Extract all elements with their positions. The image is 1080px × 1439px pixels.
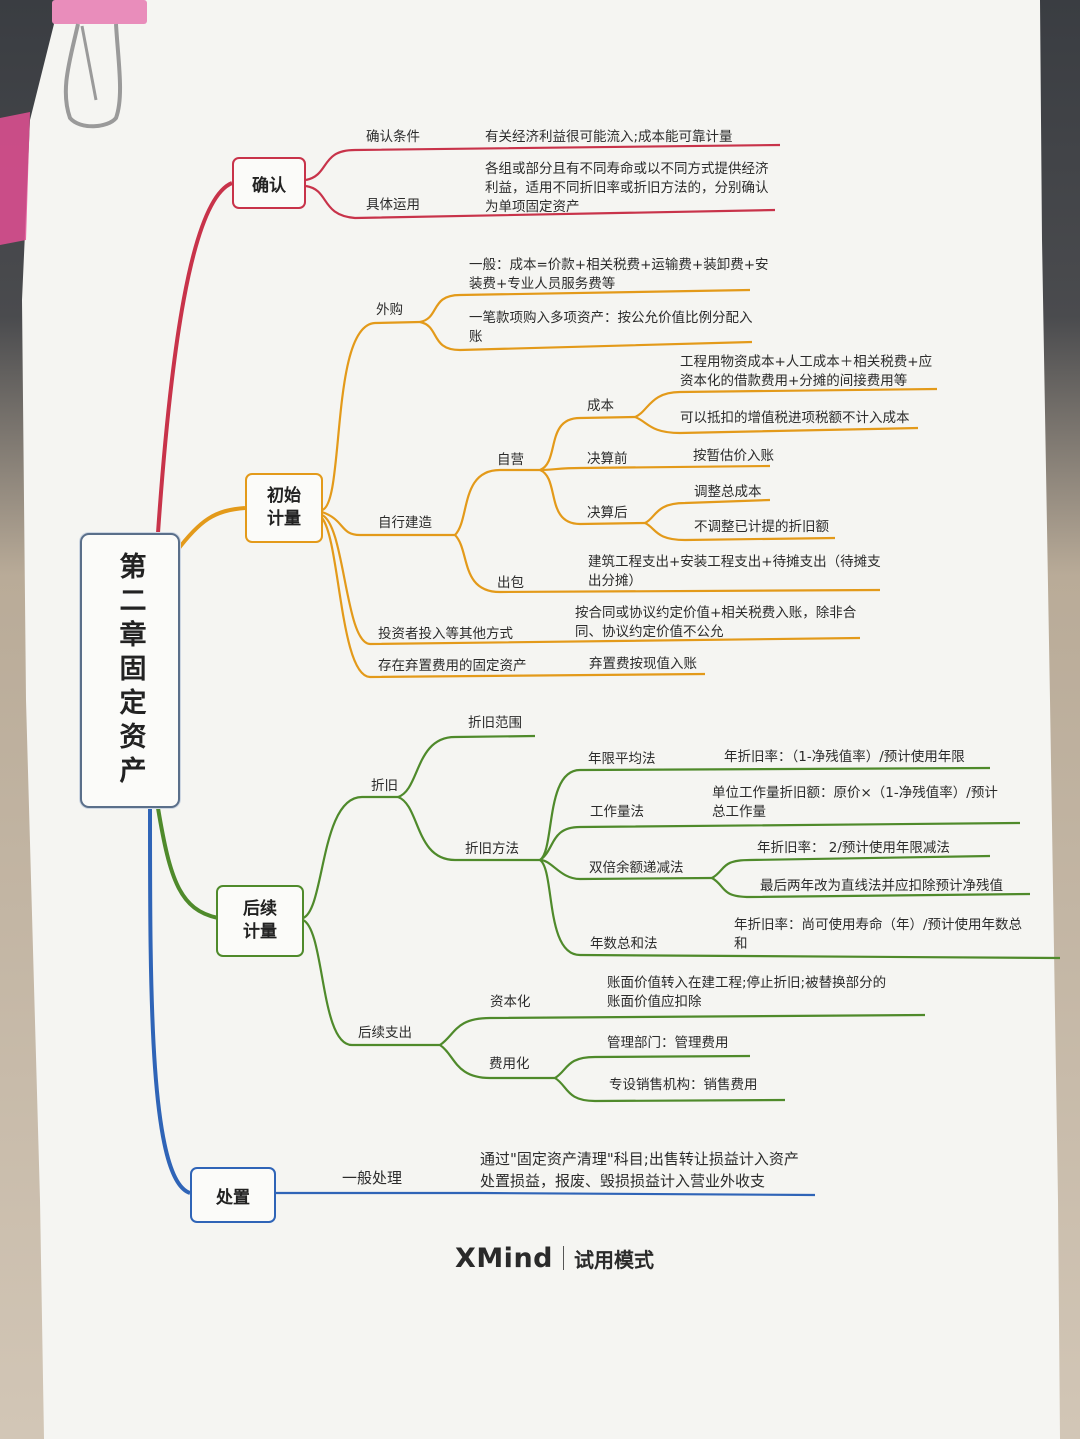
trial-mode-label: 试用模式: [574, 1247, 654, 1272]
node-subsequent-measurement[interactable]: 后续 计量: [216, 885, 304, 957]
node-disposal[interactable]: 处置: [190, 1167, 276, 1223]
capitalize-detail: 账面价值转入在建工程;停止折旧;被替换部分的 账面价值应扣除: [607, 975, 887, 1010]
depreciation-methods-label: 折旧方法: [465, 841, 519, 857]
ddb-detail-b: 最后两年改为直线法并应扣除预计净残值: [760, 878, 1003, 894]
depreciation-scope-label: 折旧范围: [468, 715, 522, 731]
node-confirm[interactable]: 确认: [232, 157, 306, 209]
node-subsequent-label: 后续 计量: [243, 899, 277, 942]
subsequent-expenditure-label: 后续支出: [358, 1025, 412, 1041]
before-settlement-label: 决算前: [587, 451, 628, 467]
confirm-connectors: [305, 143, 781, 220]
footer-separator: [563, 1246, 564, 1270]
root-title: 第二章固定资产: [114, 551, 146, 790]
syd-detail: 年折旧率：尚可使用寿命（年）/预计使用年数总 和: [734, 917, 1023, 952]
connector-root-subsequent: [156, 807, 219, 920]
connector-root-initial: [174, 506, 246, 554]
before-settlement-detail: 按暂估价入账: [693, 448, 774, 464]
disposal-connectors: [276, 1191, 816, 1197]
pink-binder-clip-icon: [0, 0, 147, 245]
self-operated-label: 自营: [497, 452, 524, 468]
expense-detail-a: 管理部门：管理费用: [607, 1035, 729, 1051]
disposal-general-label: 一般处理: [342, 1169, 403, 1187]
expense-detail-b: 专设销售机构：销售费用: [609, 1077, 758, 1093]
node-initial-measurement[interactable]: 初始 计量: [245, 473, 323, 543]
cost-label: 成本: [587, 398, 614, 414]
purchase-label: 外购: [376, 302, 403, 318]
xmind-trial-watermark: XMind 试用模式: [455, 1238, 654, 1278]
investor-label: 投资者投入等其他方式: [378, 626, 513, 642]
node-disposal-label: 处置: [216, 1187, 250, 1208]
workload-detail: 单位工作量折旧额：原价×（1-净残值率）/预计 总工作量: [712, 785, 998, 820]
cost-detail-b: 可以抵扣的增值税进项税额不计入成本: [680, 410, 910, 426]
confirm-application-detail: 各组或部分且有不同寿命或以不同方式提供经济 利益，适用不同折旧率或折旧方法的，分…: [485, 161, 769, 215]
contract-detail: 建筑工程支出+安装工程支出+待摊支出（待摊支 出分摊）: [588, 554, 881, 589]
capitalize-label: 资本化: [490, 994, 531, 1010]
node-confirm-label: 确认: [252, 175, 286, 196]
after-settlement-detail-b: 不调整已计提的折旧额: [694, 519, 829, 535]
purchase-lumpsum-detail: 一笔款项购入多项资产：按公允价值比例分配入 账: [469, 310, 753, 345]
disposal-cost-detail: 弃置费按现值入账: [589, 656, 697, 672]
node-initial-label: 初始 计量: [267, 486, 301, 529]
connector-root-confirm: [156, 181, 233, 534]
straight-line-label: 年限平均法: [588, 751, 656, 767]
subsequent-connectors: [302, 734, 1061, 1103]
disposal-general-detail: 通过"固定资产清理"科目;出售转让损益计入资产 处置损益，报废、毁损损益计入营业…: [480, 1150, 799, 1190]
expense-label: 费用化: [489, 1056, 530, 1072]
after-settlement-detail-a: 调整总成本: [694, 484, 762, 500]
confirm-condition-detail: 有关经济利益很可能流入;成本能可靠计量: [485, 129, 733, 145]
initial-connectors: [321, 288, 938, 679]
workload-label: 工作量法: [590, 804, 644, 820]
cost-detail-a: 工程用物资成本+人工成本＋相关税费+应 资本化的借款费用+分摊的间接费用等: [680, 354, 933, 389]
ddb-label: 双倍余额递减法: [589, 860, 684, 876]
confirm-application-label: 具体运用: [366, 197, 420, 213]
straight-line-detail: 年折旧率：（1-净残值率）/预计使用年限: [724, 749, 965, 765]
self-built-label: 自行建造: [378, 515, 432, 531]
purchase-general-detail: 一般：成本=价款+相关税费+运输费+装卸费+安 装费+专业人员服务费等: [469, 257, 769, 292]
ddb-detail-a: 年折旧率： 2/预计使用年限减法: [757, 840, 950, 856]
syd-label: 年数总和法: [590, 936, 658, 952]
after-settlement-label: 决算后: [587, 505, 628, 521]
connector-root-disposal: [148, 807, 191, 1195]
root-node[interactable]: 第二章固定资产: [80, 533, 180, 808]
investor-detail: 按合同或协议约定价值+相关税费入账，除非合 同、协议约定价值不公允: [575, 605, 857, 640]
disposal-cost-label: 存在弃置费用的固定资产: [378, 658, 527, 674]
paper-sheet: [22, 0, 1060, 1439]
depreciation-label: 折旧: [371, 778, 398, 794]
contract-label: 出包: [497, 575, 524, 591]
xmind-brand: XMind: [455, 1242, 553, 1274]
confirm-condition-label: 确认条件: [366, 129, 420, 145]
